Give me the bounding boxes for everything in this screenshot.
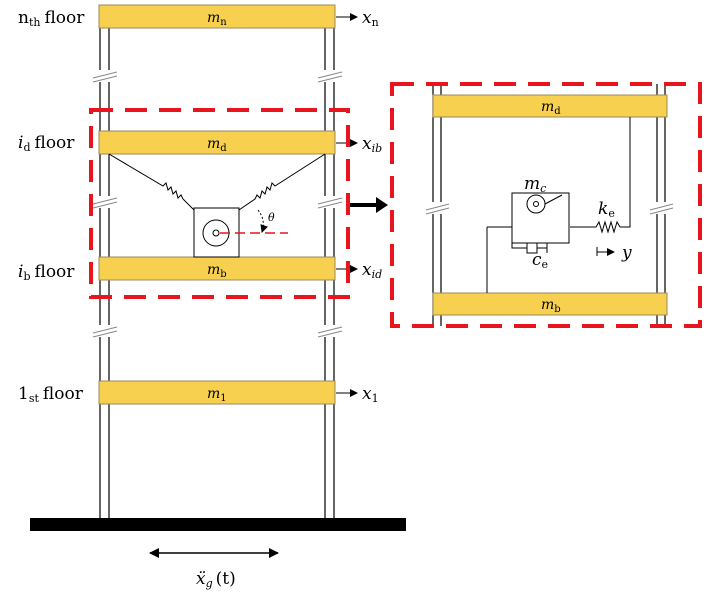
y-disp-label: y [621,243,632,263]
zoom-arrow [350,197,388,213]
inerter-device [108,153,326,258]
ground-accel-label: ẍg(t) [196,569,236,590]
mass-label-b: mb [207,262,227,280]
svg-text:xid: xid [362,260,382,281]
highlight-box-detail [390,82,702,328]
disp-arrow-ib: xib [336,134,382,155]
damping-label: ce [532,250,548,271]
ground-base [30,518,406,531]
svg-text:xn: xn [362,8,379,29]
inertia-mass-label: mc [524,174,546,195]
disp-arrow-n: xn [336,8,379,29]
highlight-box-main [89,108,350,299]
svg-text:xib: xib [362,134,382,155]
stiffness-label: ke [598,199,615,220]
disp-arrow-1: x1 [336,384,379,405]
detail-panel [425,84,674,326]
detail-bottom-mass-label: mb [541,297,561,315]
column-break-marks [92,70,343,338]
disp-arrow-id: xid [336,260,382,281]
mass-label-1: m1 [207,386,227,404]
mass-label-n: mn [207,10,227,28]
slab-nth [98,4,336,29]
svg-text:x1: x1 [362,384,379,405]
mass-label-d: md [207,136,227,154]
angle-label: θ [268,211,275,224]
slab-id [98,130,336,155]
slab-first [98,380,336,405]
detail-top-mass-label: md [541,99,561,117]
